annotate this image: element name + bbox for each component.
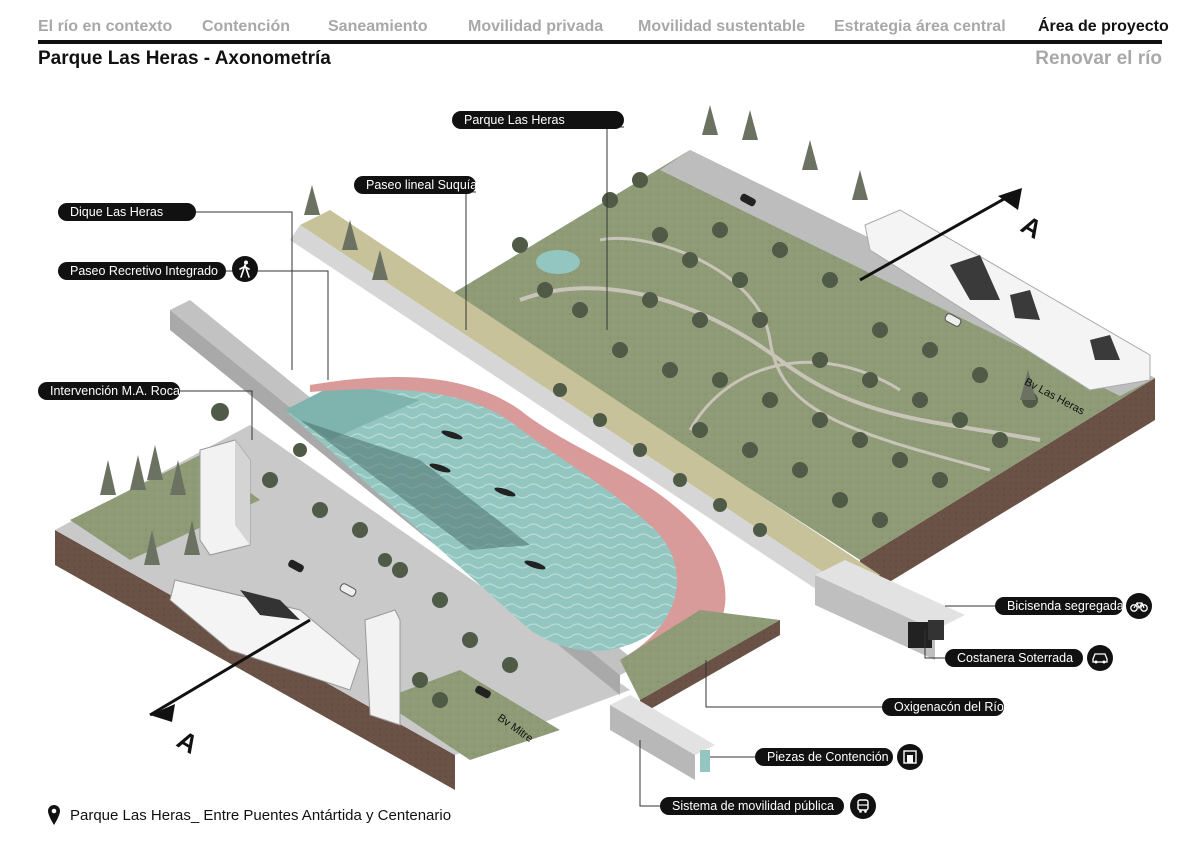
- label-oxigenacion: Oxigenacón del Río: [882, 698, 1004, 716]
- right-block-soil: [860, 378, 1155, 600]
- label-paseo-recreativo: Paseo Recretivo Integrado: [58, 262, 226, 280]
- nav-item-estrategia-central[interactable]: Estrategia área central: [834, 18, 1006, 35]
- boat: [524, 560, 546, 570]
- label-parque-las-heras: Parque Las Heras: [452, 111, 624, 129]
- park-path-1: [519, 286, 1041, 442]
- bicycle-icon: [1126, 593, 1152, 619]
- section-arrow-bottom: [150, 704, 175, 722]
- building-dark-roof: [240, 590, 300, 620]
- label-intervencion-roca: Intervención M.A. Roca: [38, 382, 180, 400]
- label-paseo-lineal: Paseo lineal Suquía: [354, 176, 477, 194]
- bus-icon: [850, 793, 876, 819]
- header-rule: [38, 40, 1162, 44]
- park-pond: [536, 250, 580, 274]
- paseo-lineal-strip: [300, 210, 880, 590]
- nav-item-area-proyecto[interactable]: Área de proyecto: [1038, 18, 1169, 35]
- label-bicisenda: Bicisenda segregada: [995, 597, 1124, 615]
- boat: [441, 430, 463, 440]
- boat: [429, 463, 451, 473]
- nav-item-movilidad-sustentable[interactable]: Movilidad sustentable: [638, 18, 806, 35]
- left-green-lower: [380, 670, 560, 760]
- pedestrian-icon: [232, 256, 258, 282]
- buildings-row-shadow: [1010, 290, 1040, 320]
- paseo-lineal-walls: [290, 225, 850, 605]
- location-pin-icon: [48, 805, 60, 825]
- car: [288, 559, 304, 573]
- page-title: Parque Las Heras - Axonometría: [38, 48, 331, 69]
- containment-piece-side: [610, 705, 695, 780]
- label-dique-las-heras: Dique Las Heras: [58, 203, 196, 221]
- containment-opening: [700, 750, 710, 772]
- car-icon: [1087, 645, 1113, 671]
- page-subtitle: Renovar el río: [1035, 48, 1162, 69]
- buildings-row: [864, 209, 1151, 391]
- river-water-upper: [285, 382, 420, 440]
- park-top: [450, 150, 1155, 560]
- nav-item-saneamiento[interactable]: Saneamiento: [328, 18, 428, 35]
- tower-left-side: [235, 440, 250, 545]
- car: [475, 685, 491, 699]
- river-shadow: [300, 420, 530, 550]
- conifer-trees: [100, 105, 1036, 565]
- costanera-tunnel-top: [815, 560, 965, 630]
- costanera-tunnel-side: [815, 575, 935, 660]
- car: [339, 583, 357, 597]
- tunnel-opening-2: [928, 620, 944, 640]
- label-piezas-contencion: Piezas de Contención: [755, 748, 893, 766]
- park-path-2: [599, 237, 991, 472]
- nav-item-movilidad-privada[interactable]: Movilidad privada: [468, 18, 604, 35]
- footer-location: Parque Las Heras_ Entre Puentes Antártid…: [48, 803, 451, 827]
- left-block-soil-front: [55, 530, 455, 790]
- oxigenacion-soil: [640, 620, 780, 715]
- boat: [494, 487, 516, 497]
- tower-right: [364, 609, 401, 726]
- building-low-left: [169, 579, 361, 691]
- trees: [211, 172, 1038, 708]
- oxigenacion-area: [620, 610, 780, 700]
- label-costanera-soterrada: Costanera Soterrada: [945, 649, 1083, 667]
- section-line-top: [859, 188, 1021, 282]
- car: [944, 313, 962, 327]
- containment-piece-top: [610, 695, 715, 755]
- car: [740, 193, 756, 207]
- section-arrow-top: [998, 188, 1022, 210]
- nav-item-rio-contexto[interactable]: El río en contexto: [38, 18, 173, 35]
- nav-item-contencion[interactable]: Contención: [202, 18, 290, 35]
- buildings-row-shadow: [1090, 335, 1120, 360]
- label-movilidad-publica: Sistema de movilidad pública: [660, 797, 844, 815]
- footer-location-text: Parque Las Heras_ Entre Puentes Antártid…: [70, 806, 452, 824]
- containment-icon: [897, 744, 923, 770]
- section-line-bottom: [149, 618, 311, 717]
- buildings-row-shadow: [950, 255, 1000, 300]
